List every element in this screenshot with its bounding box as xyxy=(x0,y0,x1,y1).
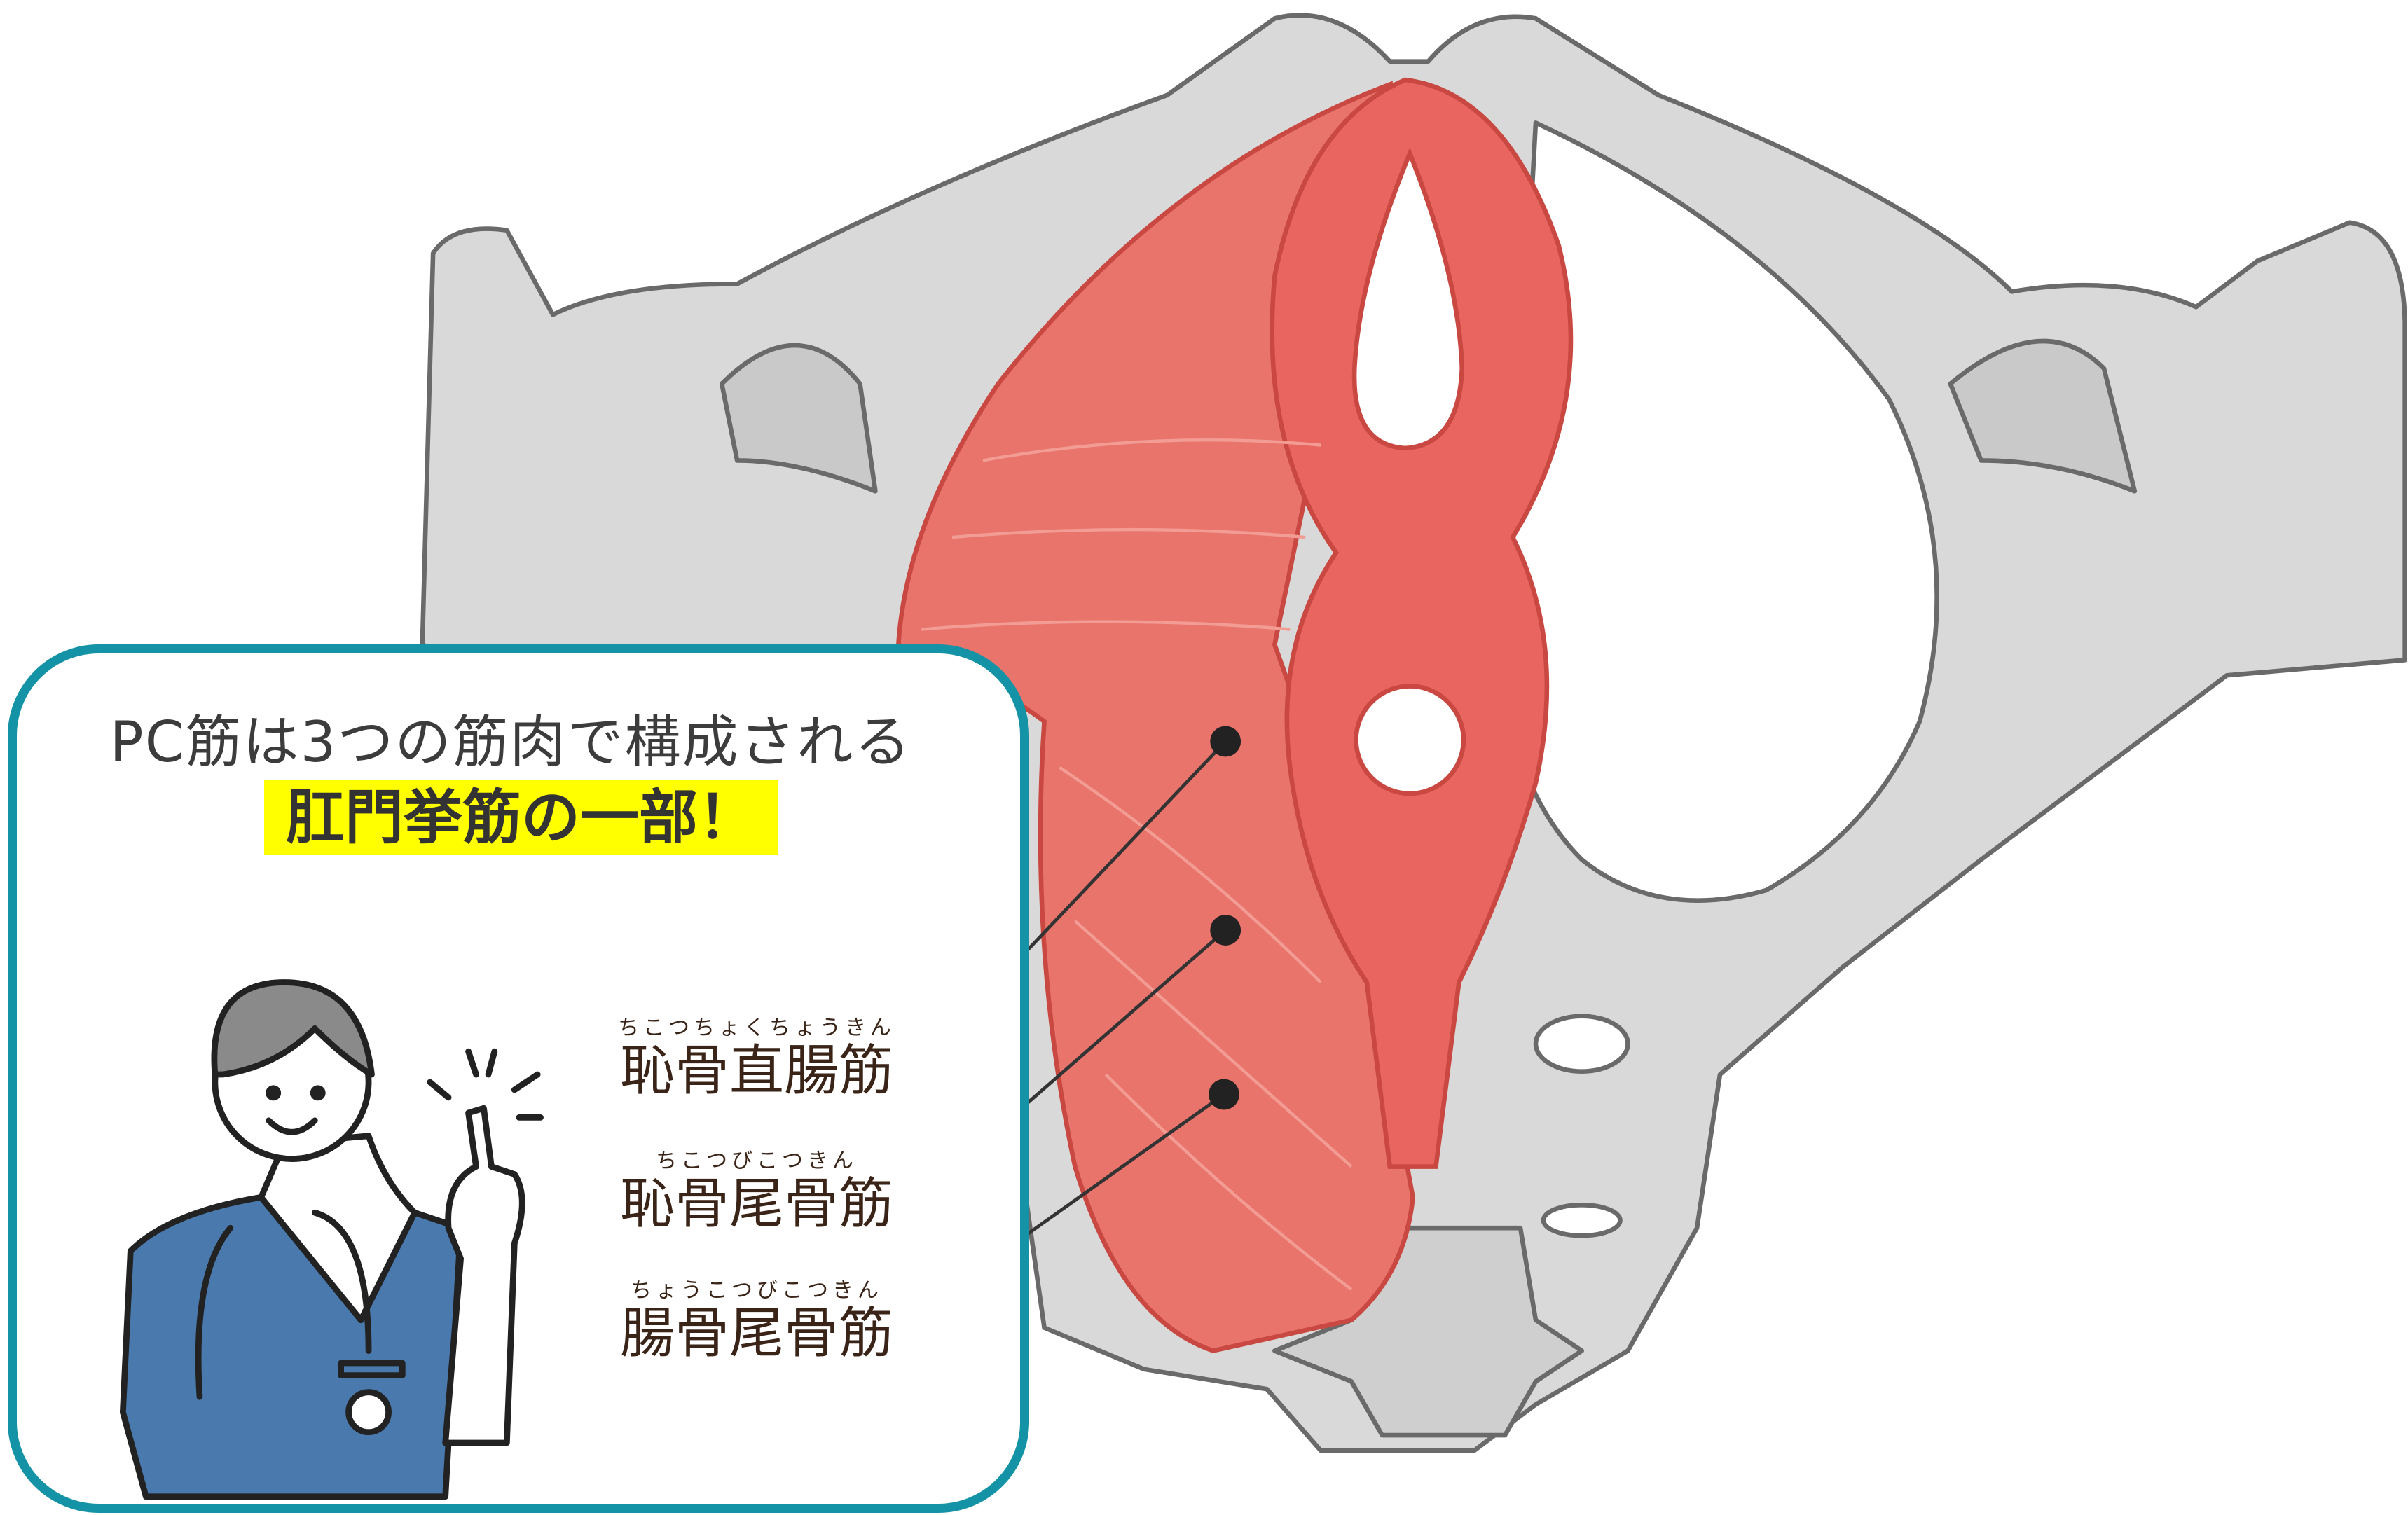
puborectalis-muscle xyxy=(1270,77,1574,1169)
label-ruby: ちこつちょくちょうきん xyxy=(618,1016,895,1040)
marker-dot-puborectalis xyxy=(1210,726,1241,757)
raised-finger-hand xyxy=(442,1105,525,1446)
marker-dot-pubococcygeus xyxy=(1210,915,1241,946)
marker-dot-iliococcygeus xyxy=(1209,1079,1239,1110)
label-pubococcygeus: ちこつびこつきん 恥骨尾骨筋 xyxy=(617,1149,897,1234)
coccyx xyxy=(1272,1225,1585,1438)
label-name: 恥骨直腸筋 xyxy=(619,1039,893,1102)
hair xyxy=(211,979,375,1078)
label-name: 恥骨尾骨筋 xyxy=(619,1172,893,1236)
label-ruby: ちょうこつびこつきん xyxy=(631,1278,883,1303)
scrubs xyxy=(119,1194,464,1500)
label-puborectalis: ちこつちょくちょうきん 恥骨直腸筋 xyxy=(617,1016,897,1101)
levator-ani-muscle xyxy=(895,77,1574,1353)
label-name: 腸骨尾骨筋 xyxy=(619,1302,893,1365)
label-ruby: ちこつびこつきん xyxy=(656,1149,858,1173)
label-iliococcygeus: ちょうこつびこつきん 腸骨尾骨筋 xyxy=(617,1278,897,1364)
stethoscope xyxy=(195,1209,372,1400)
callout-highlight: 肛門挙筋の一部！ xyxy=(264,780,778,855)
callout-title: PC筋は3つの筋肉で構成される xyxy=(109,710,912,775)
